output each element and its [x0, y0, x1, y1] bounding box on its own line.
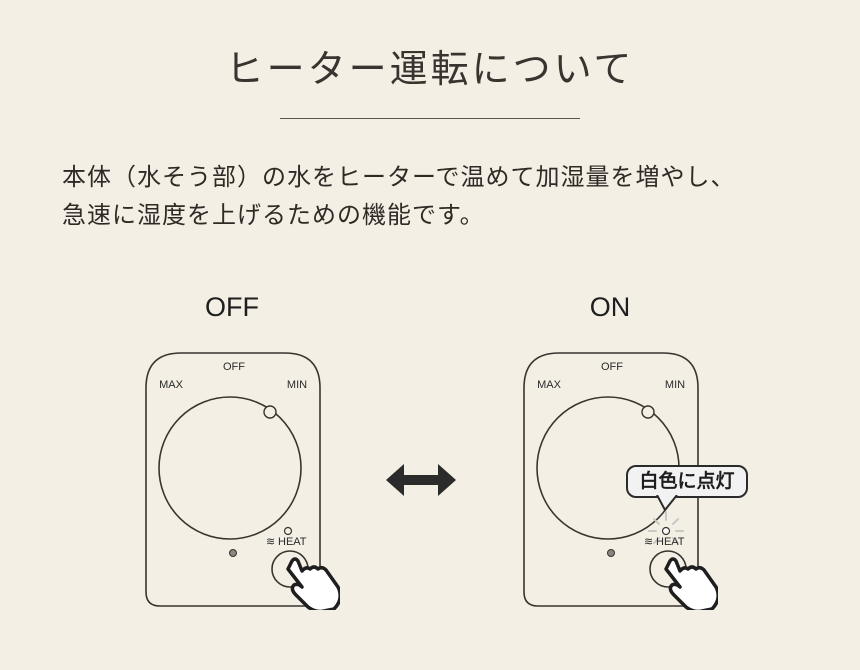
- power-lamp: [607, 549, 615, 557]
- glow-rays-icon: [648, 511, 684, 544]
- max-label: MAX: [537, 379, 562, 391]
- device-off-illustration: MAX OFF MIN ≋ HEAT: [145, 352, 340, 610]
- heat-lamp-lit: [661, 526, 671, 536]
- heat-label: HEAT: [656, 536, 685, 548]
- device-on-illustration: MAX OFF MIN ≋ HEAT: [523, 352, 718, 610]
- heat-lamp: [283, 526, 293, 536]
- heat-symbol: ≋: [644, 535, 653, 548]
- title-divider: [280, 118, 580, 119]
- heat-symbol: ≋: [266, 535, 275, 548]
- heat-label: HEAT: [278, 536, 307, 548]
- dial-indicator: [263, 405, 277, 419]
- off-dial-label: OFF: [223, 361, 245, 373]
- pointing-hand-icon: [286, 557, 340, 610]
- description-line-2: 急速に湿度を上げるための機能です。: [62, 201, 485, 229]
- dial-knob: [158, 396, 302, 540]
- lit-white-callout: 白色に点灯: [626, 465, 748, 498]
- callout-tail: [656, 495, 678, 511]
- power-lamp: [229, 549, 237, 557]
- min-label: MIN: [665, 379, 685, 391]
- dial-indicator: [641, 405, 655, 419]
- description: 本体（水そう部）の水をヒーターで温めて加湿量を増やし、 急速に湿度を上げるための…: [62, 158, 842, 234]
- page-title: ヒーター運転について: [225, 47, 635, 91]
- on-state-label: ON: [589, 292, 631, 322]
- max-label: MAX: [159, 379, 184, 391]
- off-state-label: OFF: [205, 292, 259, 322]
- min-label: MIN: [287, 379, 307, 391]
- double-arrow-icon: [386, 464, 456, 496]
- description-line-1: 本体（水そう部）の水をヒーターで温めて加湿量を増やし、: [62, 163, 736, 191]
- pointing-hand-icon: [664, 557, 718, 610]
- off-dial-label: OFF: [601, 361, 623, 373]
